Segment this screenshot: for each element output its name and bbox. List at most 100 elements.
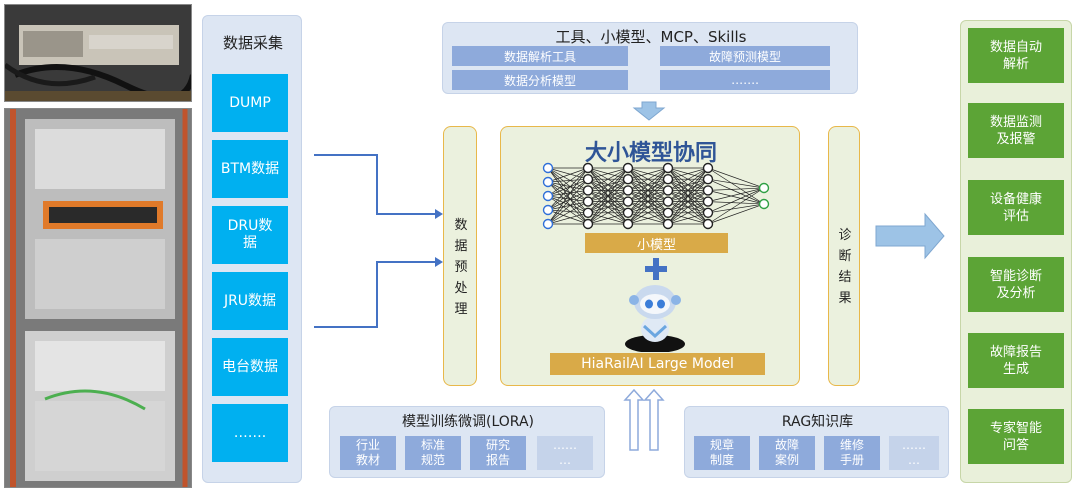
output-monitoring-alarm[interactable]: 数据监测 及报警: [968, 103, 1064, 158]
nn-node: [702, 174, 714, 185]
nn-edge: [667, 167, 709, 180]
tool-data-analysis[interactable]: 数据分析模型: [452, 70, 628, 90]
nn-edge: [707, 187, 765, 191]
nn-edge: [667, 167, 709, 202]
nn-node: [662, 207, 674, 218]
output-auto-parsing[interactable]: 数据自动 解析: [968, 28, 1064, 83]
output-health-assessment[interactable]: 设备健康 评估: [968, 180, 1064, 235]
data-source-radio[interactable]: 电台数据: [212, 338, 288, 396]
nn-node: [542, 176, 554, 188]
jru-connector-line: [314, 261, 436, 328]
rag-item-manuals[interactable]: 维修 手册: [824, 436, 880, 470]
nn-edge: [547, 181, 589, 225]
nn-edge: [667, 178, 709, 225]
nn-edge: [667, 167, 709, 225]
nn-node: [702, 207, 714, 218]
nn-node: [622, 196, 634, 207]
lora-item-standards[interactable]: 标准 规范: [405, 436, 461, 470]
lora-title: 模型训练微调(LORA): [402, 414, 534, 430]
data-collection-title: 数据采集: [222, 34, 283, 52]
tool-more[interactable]: …….: [660, 70, 830, 90]
nn-edge: [547, 167, 589, 183]
nn-edge: [587, 190, 629, 225]
nn-edge: [547, 209, 589, 225]
nn-edge: [707, 203, 765, 214]
data-source-dru[interactable]: DRU数 据: [212, 206, 288, 264]
output-intelligent-diagnosis[interactable]: 智能诊断 及分析: [968, 257, 1064, 312]
nn-edge: [547, 209, 589, 214]
nn-node: [662, 162, 674, 174]
nn-node: [662, 196, 674, 207]
nn-node: [542, 218, 554, 230]
tools-title: 工具、小模型、MCP、Skills: [555, 28, 747, 46]
output-expert-qa[interactable]: 专家智能 问答: [968, 409, 1064, 464]
nn-node: [622, 162, 634, 174]
nn-edge: [627, 167, 669, 202]
nn-edge: [547, 201, 589, 211]
nn-node: [662, 174, 674, 185]
preprocess-box: 数 据 预 处 理: [443, 126, 477, 386]
nn-edge: [547, 167, 589, 197]
robot-avatar-icon: [625, 285, 685, 352]
rag-item-regulations[interactable]: 规章 制度: [694, 436, 750, 470]
nn-edge: [667, 201, 709, 225]
nn-edge: [707, 190, 765, 205]
nn-edge: [547, 181, 589, 202]
nn-edge: [627, 201, 669, 225]
rag-up-arrow: [643, 388, 665, 451]
tool-fault-prediction[interactable]: 故障预测模型: [660, 46, 830, 66]
data-source-dump[interactable]: DUMP: [212, 74, 288, 132]
nn-node: [582, 185, 594, 196]
data-source-btm[interactable]: BTM数据: [212, 140, 288, 198]
data-source-jru[interactable]: JRU数据: [212, 272, 288, 330]
lora-item-more[interactable]: …… …: [537, 436, 593, 470]
output-fault-report[interactable]: 故障报告 生成: [968, 333, 1064, 388]
nn-edge: [627, 178, 669, 225]
nn-edge: [587, 167, 629, 180]
nn-edge: [627, 212, 669, 225]
nn-node: [542, 162, 554, 174]
nn-edge: [707, 178, 765, 205]
nn-edge: [707, 203, 765, 225]
small-model-label[interactable]: 小模型: [585, 233, 728, 253]
nn-edge: [547, 181, 589, 214]
neural-network-diagram: [542, 162, 770, 230]
nn-edge: [667, 167, 709, 214]
nn-node: [582, 218, 594, 230]
nn-edge: [707, 167, 765, 189]
nn-edge: [547, 195, 589, 202]
core-title: 大小模型协同: [584, 141, 717, 166]
lora-item-reports[interactable]: 研究 报告: [470, 436, 526, 470]
nn-node: [758, 182, 770, 194]
nn-node: [702, 196, 714, 207]
rag-item-more[interactable]: …… …: [889, 436, 939, 470]
diagnosis-result-box: 诊 断 结 果: [828, 126, 860, 386]
tools-down-arrow: [632, 101, 666, 121]
data-source-more[interactable]: …….: [212, 404, 288, 462]
nn-edge: [667, 212, 709, 225]
nn-edge: [547, 178, 589, 197]
nn-edge: [547, 167, 589, 180]
nn-edge: [547, 201, 589, 225]
nn-edge: [667, 167, 709, 191]
rag-item-fault-cases[interactable]: 故障 案例: [759, 436, 815, 470]
nn-edge: [587, 167, 629, 202]
jru-connector-arrowhead: [435, 257, 443, 267]
equipment-rack-photo: [4, 108, 192, 488]
plus-icon: [645, 258, 667, 280]
tool-data-parsing[interactable]: 数据解析工具: [452, 46, 628, 66]
nn-node: [622, 218, 634, 230]
large-model-label[interactable]: HiaRailAI Large Model: [550, 353, 765, 375]
nn-node: [582, 162, 594, 174]
nn-node: [702, 185, 714, 196]
nn-edge: [627, 167, 669, 225]
nn-edge: [547, 195, 589, 214]
nn-edge: [627, 190, 669, 225]
nn-edge: [547, 167, 589, 225]
nn-node: [542, 204, 554, 216]
nn-edge: [587, 201, 629, 225]
lora-item-textbooks[interactable]: 行业 教材: [340, 436, 396, 470]
nn-node: [702, 218, 714, 230]
nn-node: [758, 198, 770, 210]
nn-node: [702, 162, 714, 174]
